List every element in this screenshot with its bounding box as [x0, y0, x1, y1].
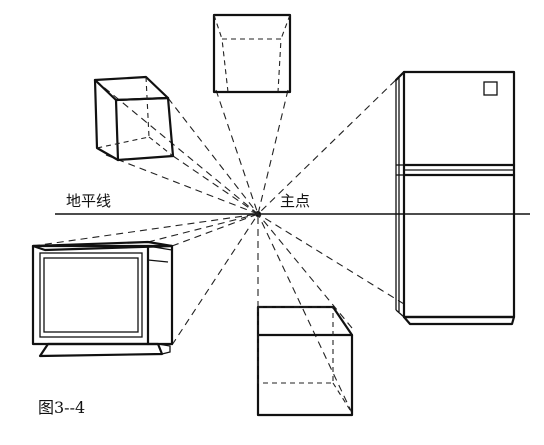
- figure-caption: 图3--4: [38, 398, 85, 417]
- refrigerator: [394, 70, 516, 326]
- cube-upper-left: [93, 75, 175, 162]
- crt-monitor: [31, 240, 174, 358]
- convergence-rays: [32, 71, 405, 414]
- cube-lower-center: [256, 305, 354, 417]
- principal-point-label: 主点: [280, 192, 310, 210]
- cube-upper-center: [212, 13, 292, 94]
- horizon-label: 地平线: [66, 192, 111, 210]
